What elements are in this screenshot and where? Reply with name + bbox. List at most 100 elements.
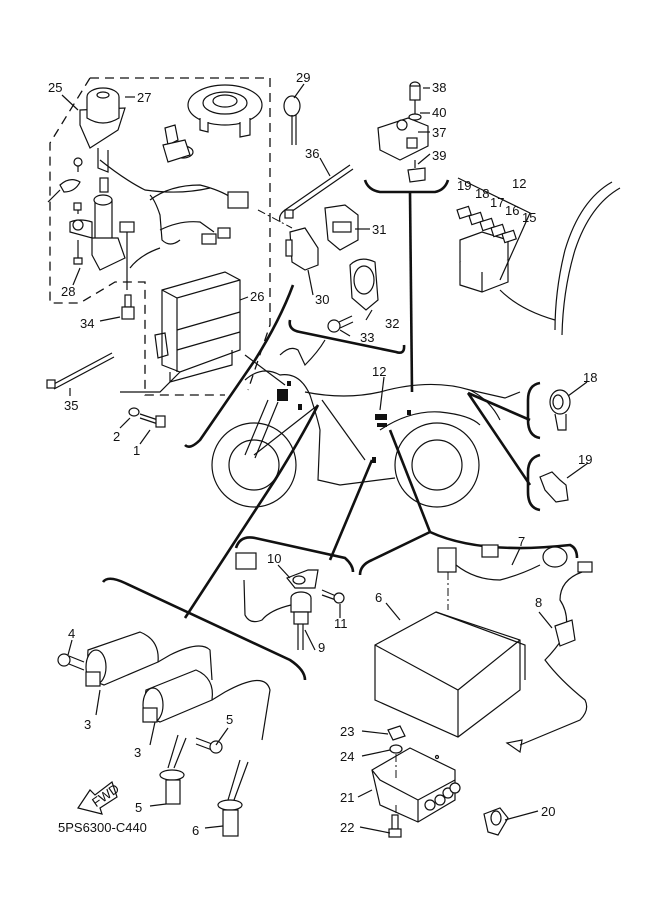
- key-set-group-outline: [49, 77, 271, 396]
- fuses-13-17: [456, 205, 518, 244]
- group-brace-sensor: [363, 179, 450, 194]
- leader-lines: [183, 284, 532, 619]
- callout-13: 15: [522, 210, 536, 225]
- key-part-29: [283, 95, 301, 145]
- drawing-code: 5PS6300-C440: [58, 820, 147, 835]
- sensor-part-37: [377, 117, 429, 161]
- ignition-coil-part-3b: [142, 669, 271, 741]
- callout-22: 22: [340, 820, 354, 835]
- callout-34: 34: [80, 316, 94, 331]
- neutral-switch-connector: [235, 552, 257, 570]
- callout-32: 32: [385, 316, 399, 331]
- callout-14: 16: [505, 203, 519, 218]
- callout-28: 28: [61, 284, 75, 299]
- fuse-box-part-12: [457, 177, 556, 321]
- bracket-part-10: [286, 569, 319, 589]
- callout-30: 30: [315, 292, 329, 307]
- callout-17: 19: [457, 178, 471, 193]
- callout-4-right: 5: [226, 712, 233, 727]
- bolt-part-4a: [57, 653, 85, 671]
- screw-part-11: [321, 589, 345, 604]
- brace-coils: [101, 577, 307, 681]
- callout-23: 23: [340, 724, 354, 739]
- callout-15: 17: [490, 195, 504, 210]
- callout-24: 24: [340, 749, 354, 764]
- plug-cap-part-5a: [159, 734, 187, 805]
- clip-part-19: [539, 471, 569, 503]
- bolt-part-22: [388, 814, 402, 838]
- callout-1: 1: [133, 443, 140, 458]
- bolt-part-1: [120, 371, 181, 428]
- connector-leader: [257, 209, 293, 229]
- callout-25: 25: [48, 80, 62, 95]
- callout-3-right: 3: [134, 745, 141, 760]
- leader-sensor-to-bike: [408, 191, 414, 393]
- bracket-part-31: [324, 204, 359, 251]
- callout-29: 29: [296, 70, 310, 85]
- callout-5-left: 5: [135, 800, 142, 815]
- motorcycle-outline: [211, 339, 521, 508]
- callout-4-left: 4: [68, 626, 75, 641]
- battery-cable-part-7: [437, 544, 568, 610]
- group-brace-relay: [288, 319, 406, 354]
- brace-neutral-switch: [234, 536, 355, 573]
- key-harness-wires: [129, 184, 249, 269]
- callout-10: 10: [267, 551, 281, 566]
- callout-12-harness: 12: [372, 364, 386, 379]
- clip-part-20: [483, 807, 509, 836]
- brace-19: [526, 453, 541, 512]
- fwd-label: FWD: [89, 781, 122, 810]
- callout-labels: 25 27 28 29 36 30 31 32 33 26 34 35 38 4…: [48, 70, 597, 838]
- bolt-part-4b: [195, 737, 223, 754]
- callout-19: 19: [578, 452, 592, 467]
- callout-21: 21: [340, 790, 354, 805]
- callout-5-right: 6: [192, 823, 199, 838]
- callout-leaders: [61, 83, 589, 834]
- plug-cap-part-5b: [217, 759, 249, 837]
- callout-7: 7: [518, 534, 525, 549]
- ignition-lock-part: [47, 157, 135, 290]
- callout-8: 8: [535, 595, 542, 610]
- rectifier-part-21: [371, 747, 461, 823]
- callout-12-fuse: 12: [512, 176, 526, 191]
- callout-27: 27: [137, 90, 151, 105]
- callout-31: 31: [372, 222, 386, 237]
- ecu-part: [154, 271, 241, 383]
- callout-20: 20: [541, 804, 555, 819]
- bolt-part-34: [121, 294, 135, 320]
- neutral-switch-part-9: [243, 579, 312, 650]
- callout-33: 33: [360, 330, 374, 345]
- bolt-part-38: [409, 81, 421, 101]
- main-switch-part: [79, 87, 211, 193]
- washer-part-24: [389, 744, 403, 754]
- callout-2: 2: [113, 429, 120, 444]
- callout-6: 6: [375, 590, 382, 605]
- callout-39: 39: [432, 148, 446, 163]
- callout-37: 37: [432, 125, 446, 140]
- cable-tie-part-35: [46, 352, 115, 390]
- relay-part-30: [285, 227, 319, 271]
- bolt-part-33: [327, 315, 354, 333]
- battery-cable-part-8: [505, 561, 593, 754]
- fwd-arrow-icon: FWD: [77, 781, 122, 815]
- callout-26: 26: [250, 289, 264, 304]
- grommet-part-18: [549, 389, 571, 431]
- callout-11: 11: [334, 616, 348, 631]
- callout-9: 9: [318, 640, 325, 655]
- callout-3-left: 3: [84, 717, 91, 732]
- nut-part-39: [407, 167, 426, 183]
- seat-lock-part: [162, 124, 194, 163]
- callout-35: 35: [64, 398, 78, 413]
- battery-part-6: [374, 611, 526, 738]
- callout-36: 36: [305, 146, 319, 161]
- callout-16: 18: [475, 186, 489, 201]
- frame-tube: [554, 181, 621, 336]
- callout-38: 38: [432, 80, 446, 95]
- fuel-cap-part: [187, 84, 263, 138]
- brace-18: [526, 381, 541, 440]
- clamp-part-23: [387, 725, 406, 741]
- callout-18: 18: [583, 370, 597, 385]
- cable-tie-part-36: [278, 164, 354, 223]
